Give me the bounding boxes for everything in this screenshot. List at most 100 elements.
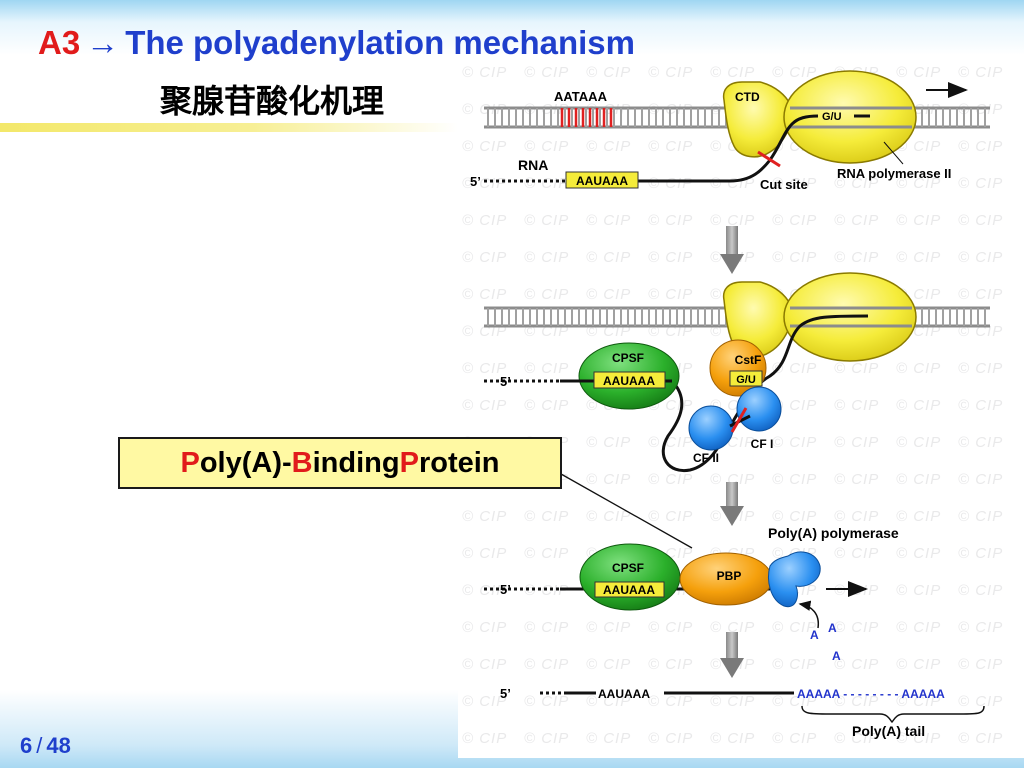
watermark-text: © CIP <box>648 138 694 155</box>
watermark-text: © CIP <box>462 64 508 81</box>
watermark-text: © CIP <box>896 360 942 377</box>
panel-1: AATAAA CTD G/U 5’ RNA AAUAAA Cut site RN… <box>470 70 990 192</box>
callout-text-1: oly(A)- <box>199 446 292 479</box>
watermark-text: © CIP <box>896 508 942 525</box>
title-arrow: → <box>86 24 120 61</box>
watermark-text: © CIP <box>648 619 694 636</box>
step-arrow-3 <box>720 632 744 678</box>
watermark-text: © CIP <box>524 286 570 303</box>
polya-tail-brace <box>801 705 985 724</box>
watermark-text: © CIP <box>896 249 942 266</box>
watermark-text: © CIP <box>958 545 1004 562</box>
watermark-text: © CIP <box>958 138 1004 155</box>
watermark-text: © CIP <box>958 619 1004 636</box>
step-arrow-1 <box>720 226 744 274</box>
watermark-text: © CIP <box>648 212 694 229</box>
watermark-text: © CIP <box>772 508 818 525</box>
title-underline-bar <box>0 123 458 132</box>
watermark-text: © CIP <box>958 508 1004 525</box>
watermark-text: © CIP <box>834 730 880 747</box>
watermark-text: © CIP <box>958 582 1004 599</box>
cut-site-mark-2 <box>730 407 748 433</box>
watermark-text: © CIP <box>834 508 880 525</box>
aauaaa-label-3: AAUAAA <box>603 583 655 597</box>
watermark-text: © CIP <box>648 249 694 266</box>
aataaa-label: AATAAA <box>554 89 608 104</box>
polya-polymerase-enzyme <box>768 551 821 608</box>
five-prime-1: 5’ <box>470 174 481 189</box>
watermark-text: © CIP <box>958 175 1004 192</box>
watermark-text: © CIP <box>524 693 570 710</box>
aauaaa-box-3 <box>594 581 665 598</box>
watermark-text: © CIP <box>462 656 508 673</box>
watermark-text: © CIP <box>834 397 880 414</box>
page-current: 6 <box>20 733 33 758</box>
watermark-text: © CIP <box>586 64 632 81</box>
title-prefix: A3 <box>38 24 81 61</box>
watermark-text: © CIP <box>896 656 942 673</box>
watermark-text: © CIP <box>958 249 1004 266</box>
watermark-text: © CIP <box>834 545 880 562</box>
gu-label-2: G/U <box>736 374 756 386</box>
cpsf-complex-3 <box>579 543 681 611</box>
rna-transcript-1 <box>638 114 819 183</box>
watermark-text: © CIP <box>586 286 632 303</box>
watermark-text: © CIP <box>648 286 694 303</box>
watermark-text: © CIP <box>586 656 632 673</box>
watermark-text: © CIP <box>524 545 570 562</box>
rna-label: RNA <box>518 157 548 173</box>
watermark-text: © CIP <box>772 471 818 488</box>
watermark-text: © CIP <box>710 64 756 81</box>
page-separator: / <box>36 733 43 758</box>
watermark-text: © CIP <box>834 471 880 488</box>
watermark-text: © CIP <box>462 508 508 525</box>
panel-4: 5’ AAUAAA AAAAA - - - - - - - - AAAAA Po… <box>500 686 985 739</box>
panel-3: Poly(A) polymerase CPSF PBP AAUAAA 5’ A … <box>484 525 899 663</box>
watermark-text: © CIP <box>958 471 1004 488</box>
watermark-text: © CIP <box>524 656 570 673</box>
watermark-text: © CIP <box>648 693 694 710</box>
watermark-text: © CIP <box>834 175 880 192</box>
cpsf-label-2: CPSF <box>612 351 644 365</box>
watermark-text: © CIP <box>524 730 570 747</box>
watermark-text: © CIP <box>524 360 570 377</box>
watermark-text: © CIP <box>896 175 942 192</box>
pbp-label: PBP <box>717 569 742 583</box>
cstf-label: CstF <box>735 353 762 367</box>
watermark-text: © CIP <box>772 656 818 673</box>
watermark-text: © CIP <box>958 656 1004 673</box>
watermark-text: © CIP <box>648 656 694 673</box>
watermark-text: © CIP <box>896 397 942 414</box>
watermark-text: © CIP <box>586 619 632 636</box>
watermark-text: © CIP <box>896 730 942 747</box>
watermark-text: © CIP <box>648 64 694 81</box>
aauaaa-label-1: AAUAAA <box>576 174 628 188</box>
step-arrow-2 <box>720 482 744 526</box>
polya-tail-label: Poly(A) tail <box>852 723 925 739</box>
watermark-text: © CIP <box>896 138 942 155</box>
watermark-text: © CIP <box>462 212 508 229</box>
watermark-text: © CIP <box>896 582 942 599</box>
watermark-text: © CIP <box>462 619 508 636</box>
watermark-text: © CIP <box>772 693 818 710</box>
watermark-text: © CIP <box>896 619 942 636</box>
watermark-text: © CIP <box>772 619 818 636</box>
aauaaa-box-2 <box>593 371 666 389</box>
watermark-text: © CIP <box>586 693 632 710</box>
page-total: 48 <box>46 733 71 758</box>
cf-ii-factor <box>688 405 734 451</box>
watermark-text: © CIP <box>834 656 880 673</box>
watermark-text: © CIP <box>896 471 942 488</box>
watermark-text: © CIP <box>834 360 880 377</box>
watermark-text: © CIP <box>462 249 508 266</box>
watermark-text: © CIP <box>524 212 570 229</box>
watermark-text: © CIP <box>462 360 508 377</box>
slide-subtitle-cn: 聚腺苷酸化机理 <box>160 82 385 120</box>
watermark-text: © CIP <box>958 693 1004 710</box>
cf-ii-label: CF II <box>693 451 719 465</box>
rna-polymerase-ii <box>783 70 917 164</box>
rna-pol-label: RNA polymerase II <box>837 166 951 181</box>
callout-letter-p2: P <box>399 446 419 479</box>
watermark-text: © CIP <box>462 286 508 303</box>
watermark-text: © CIP <box>772 730 818 747</box>
